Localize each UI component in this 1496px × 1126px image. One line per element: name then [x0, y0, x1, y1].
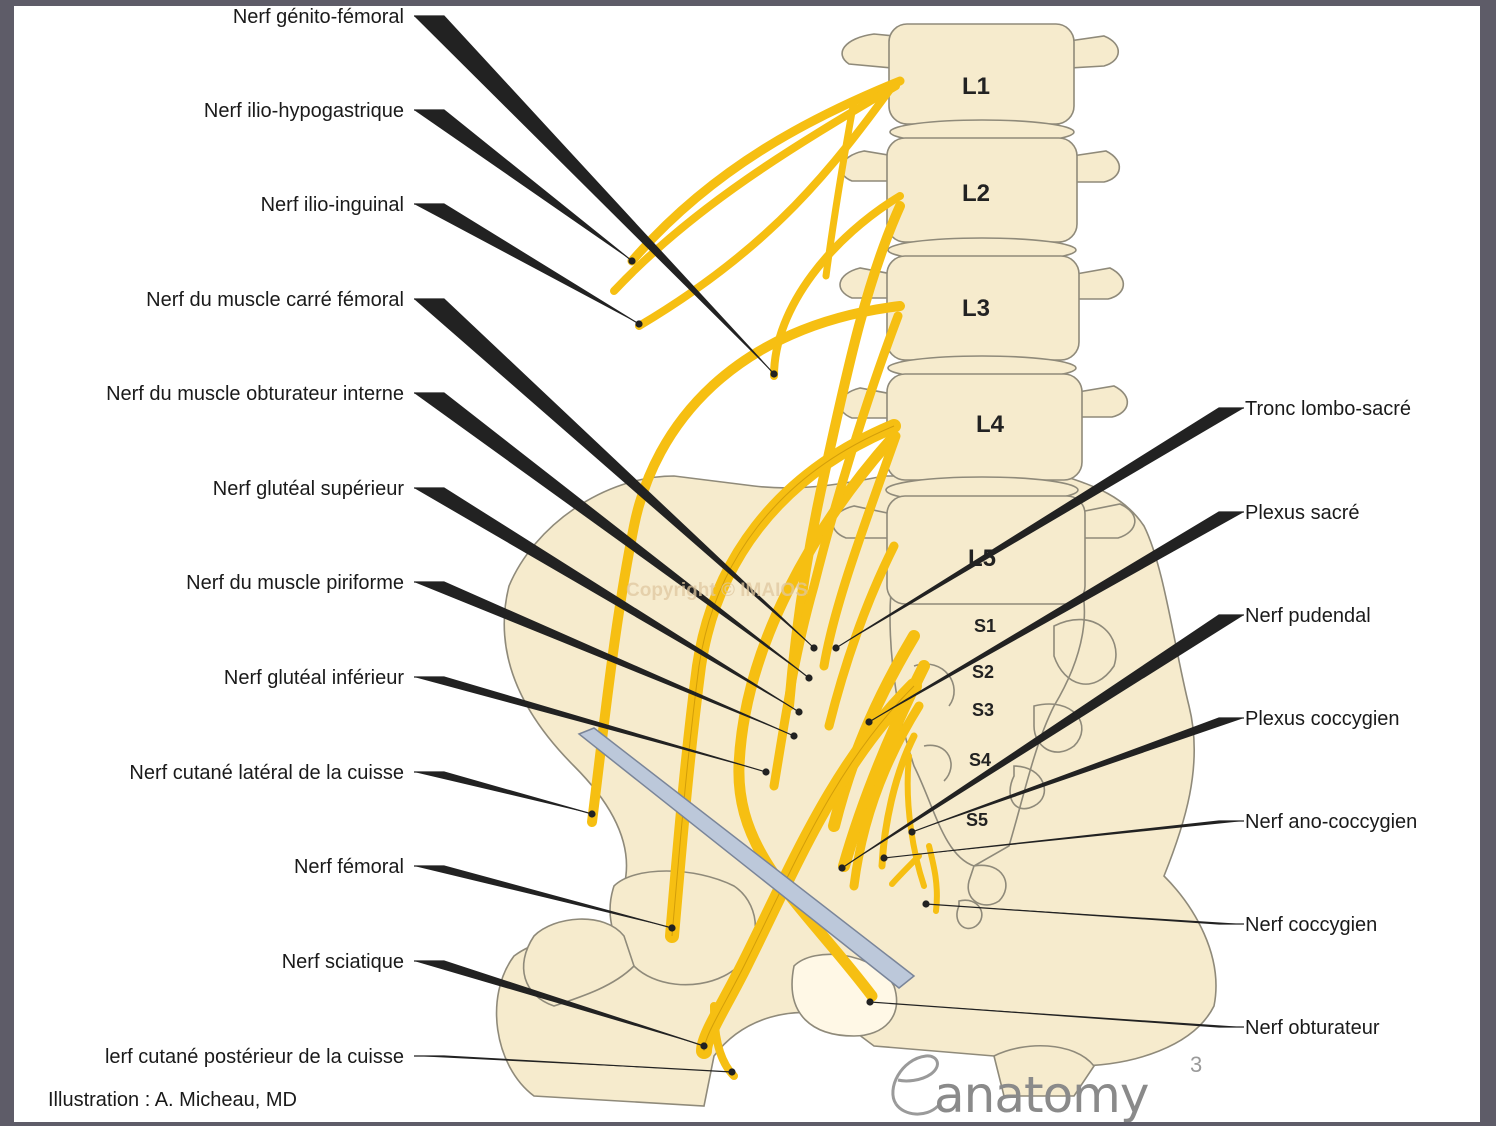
logo-text: anatomy: [934, 1066, 1148, 1122]
label-coccygeal-plexus: Plexus coccygien: [1245, 708, 1400, 730]
label-lumbosacral-trunk: Tronc lombo-sacré: [1245, 398, 1411, 420]
label-iliohypogastric-nerve: Nerf ilio-hypogastrique: [204, 100, 404, 122]
label-S4: S4: [969, 750, 991, 770]
label-quadratus-femoris-nerve: Nerf du muscle carré fémoral: [146, 289, 404, 311]
slide-frame: L1 L2 L3 L4 L5 S1 S2 S3 S4 S5 Copyright …: [14, 6, 1480, 1122]
label-inferior-gluteal-nerve: Nerf glutéal inférieur: [224, 667, 404, 689]
label-S1: S1: [974, 616, 996, 636]
label-L3: L3: [962, 295, 990, 322]
label-obturator-nerve: Nerf obturateur: [1245, 1017, 1380, 1039]
label-anococcygeal-nerve: Nerf ano-coccygien: [1245, 811, 1417, 833]
label-sciatic-nerve: Nerf sciatique: [282, 951, 404, 973]
label-L4: L4: [976, 411, 1005, 438]
label-pudendal-nerve: Nerf pudendal: [1245, 605, 1371, 627]
label-sacral-plexus: Plexus sacré: [1245, 502, 1360, 524]
page-number: 3: [1190, 1052, 1202, 1078]
eanatomy-logo: anatomy: [876, 1044, 1196, 1122]
label-L1: L1: [962, 73, 990, 100]
label-posterior-cutaneous-thigh-nerve: lerf cutané postérieur de la cuisse: [105, 1046, 404, 1068]
label-coccygeal-nerve: Nerf coccygien: [1245, 914, 1377, 936]
label-L5: L5: [968, 545, 996, 572]
label-S5: S5: [966, 810, 988, 830]
illustration-credit: Illustration : A. Micheau, MD: [48, 1089, 297, 1112]
label-ilioinguinal-nerve: Nerf ilio-inguinal: [261, 194, 404, 216]
watermark: Copyright © IMAIOS: [626, 580, 808, 601]
lumbosacral-plexus-illustration: L1 L2 L3 L4 L5 S1 S2 S3 S4 S5 Copyright …: [14, 6, 1480, 1122]
label-superior-gluteal-nerve: Nerf glutéal supérieur: [213, 478, 404, 500]
label-S3: S3: [972, 700, 994, 720]
label-piriformis-nerve: Nerf du muscle piriforme: [186, 572, 404, 594]
label-obturator-internus-nerve: Nerf du muscle obturateur interne: [106, 383, 404, 405]
label-lateral-cutaneous-thigh-nerve: Nerf cutané latéral de la cuisse: [129, 762, 404, 784]
label-genitofemoral-nerve: Nerf génito-fémoral: [233, 6, 404, 28]
label-femoral-nerve: Nerf fémoral: [294, 856, 404, 878]
pelvis-bone: [497, 476, 1216, 1106]
label-S2: S2: [972, 662, 994, 682]
label-L2: L2: [962, 180, 990, 207]
